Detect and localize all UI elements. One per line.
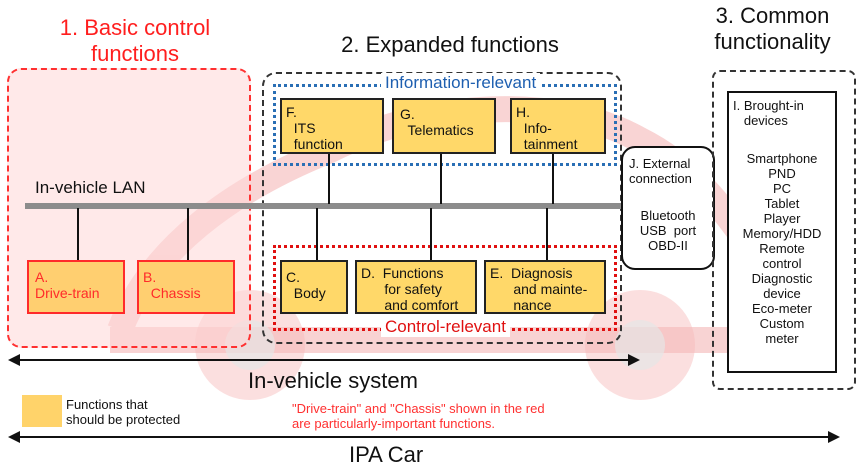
function-c-label: C. Body xyxy=(286,269,326,301)
connector-h xyxy=(552,152,554,204)
brought-in-devices-items: Smartphone PND PC Tablet Player Memory/H… xyxy=(742,151,822,346)
function-a-label: A. Drive-train xyxy=(35,269,100,301)
brought-in-devices-title: I. Brought-in devices xyxy=(733,98,804,128)
external-connection-items: Bluetooth USB port OBD-II xyxy=(639,208,697,253)
basic-control-title: 1. Basic control functions xyxy=(59,15,211,66)
function-h-infotainment: H. Info- tainment xyxy=(510,98,606,154)
connector-g xyxy=(440,152,442,204)
brought-in-devices-box: I. Brought-in devices Smartphone PND PC … xyxy=(727,91,837,373)
in-vehicle-system-arrow-left xyxy=(8,354,20,366)
function-a-drive-train: A. Drive-train xyxy=(27,260,125,314)
ipa-car-arrow-left xyxy=(8,431,20,443)
information-relevant-label: Information-relevant xyxy=(381,73,541,93)
in-vehicle-system-arrow xyxy=(18,359,630,361)
function-g-telematics: G. Telematics xyxy=(392,98,496,154)
function-d-label: D. Functions for safety and comfort xyxy=(361,265,459,313)
expanded-functions-title: 2. Expanded functions xyxy=(341,32,559,57)
function-e-diagnosis: E. Diagnosis and mainte- nance xyxy=(484,260,606,314)
ipa-car-label: IPA Car xyxy=(349,442,424,467)
common-functionality-area xyxy=(712,70,856,390)
ipa-car-arrow xyxy=(18,436,830,438)
control-relevant-label: Control-relevant xyxy=(381,317,510,337)
in-vehicle-system-arrow-right xyxy=(628,354,640,366)
function-f-label: F. ITS function xyxy=(286,104,343,152)
legend-swatch-protected xyxy=(22,395,62,427)
function-d-safety-comfort: D. Functions for safety and comfort xyxy=(355,260,477,314)
in-vehicle-system-label: In-vehicle system xyxy=(248,368,418,393)
common-functionality-title: 3. Common functionality xyxy=(714,3,831,54)
function-g-label: G. Telematics xyxy=(400,106,474,138)
function-c-body: C. Body xyxy=(280,260,348,314)
in-vehicle-lan-label: In-vehicle LAN xyxy=(35,178,146,197)
in-vehicle-lan-bus xyxy=(25,203,625,209)
connector-c xyxy=(316,208,318,262)
external-connection-box: J. External connection Bluetooth USB por… xyxy=(621,146,715,270)
function-b-label: B. Chassis xyxy=(143,269,201,301)
function-h-label: H. Info- tainment xyxy=(516,104,578,152)
connector-b xyxy=(187,208,189,262)
legend-protected-text: Functions that should be protected xyxy=(66,397,181,427)
function-e-label: E. Diagnosis and mainte- nance xyxy=(490,265,588,313)
function-b-chassis: B. Chassis xyxy=(137,260,235,314)
function-f-its: F. ITS function xyxy=(280,98,384,154)
important-functions-note: "Drive-train" and "Chassis" shown in the… xyxy=(292,401,545,431)
connector-e xyxy=(546,208,548,262)
external-connection-title: J. External connection xyxy=(629,156,692,186)
ipa-car-arrow-right xyxy=(828,431,840,443)
connector-a xyxy=(77,208,79,262)
connector-d xyxy=(430,208,432,262)
connector-f xyxy=(328,152,330,204)
